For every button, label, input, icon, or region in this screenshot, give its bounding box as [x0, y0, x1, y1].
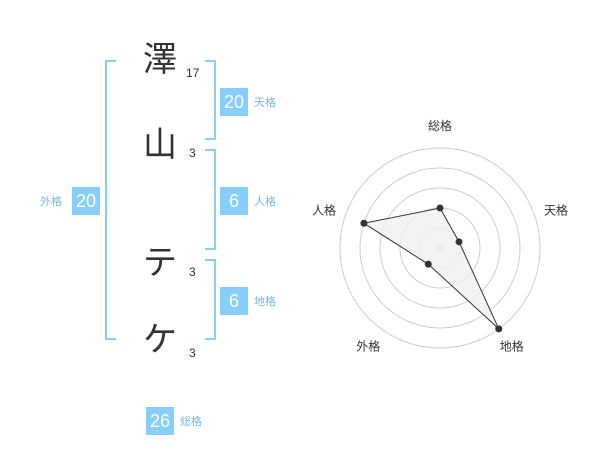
tenkaku-label: 天格: [254, 96, 276, 109]
radar-series-polygon: [362, 207, 500, 330]
gaikaku-label: 外格: [40, 195, 62, 208]
radar-grid-ring-5: [339, 147, 541, 349]
radar-axis-label-1: 総格: [428, 118, 452, 133]
radar-point-2: [455, 238, 463, 246]
radar-grid-ring-3: [379, 187, 501, 309]
stroke-count-2: 3: [189, 146, 196, 160]
stroke-count-1: 17: [186, 66, 200, 80]
radar-axis-label-5: 人格: [312, 202, 336, 217]
jinkaku-bracket: [205, 149, 216, 250]
chikaku-label: 地格: [254, 295, 276, 308]
radar-grid-ring-4: [359, 167, 521, 329]
jinkaku-label: 人格: [254, 195, 276, 208]
soukaku-value: 26: [146, 407, 174, 435]
name-char-2: 山: [143, 125, 177, 165]
tenkaku-bracket: [205, 60, 216, 140]
tenkaku-value: 20: [220, 88, 248, 116]
stroke-count-4: 3: [189, 346, 196, 360]
gaikaku-value: 20: [72, 187, 100, 215]
name-char-3: テ: [143, 243, 177, 283]
name-char-1: 澤: [143, 40, 177, 80]
radar-axis-label-3: 地格: [500, 339, 524, 354]
soukaku-label: 総格: [180, 415, 202, 428]
radar-point-3: [495, 325, 503, 333]
gaikaku-bracket: [105, 60, 116, 340]
name-char-4: ケ: [143, 320, 177, 360]
radar-point-4: [424, 260, 432, 268]
radar-point-5: [360, 219, 368, 227]
radar-point-1: [436, 204, 444, 212]
stroke-count-3: 3: [189, 265, 196, 279]
jinkaku-value: 6: [220, 187, 248, 215]
radar-axis-label-4: 外格: [356, 339, 380, 354]
chikaku-bracket: [205, 259, 216, 340]
chikaku-value: 6: [220, 287, 248, 315]
radar-axis-label-2: 天格: [544, 202, 568, 217]
